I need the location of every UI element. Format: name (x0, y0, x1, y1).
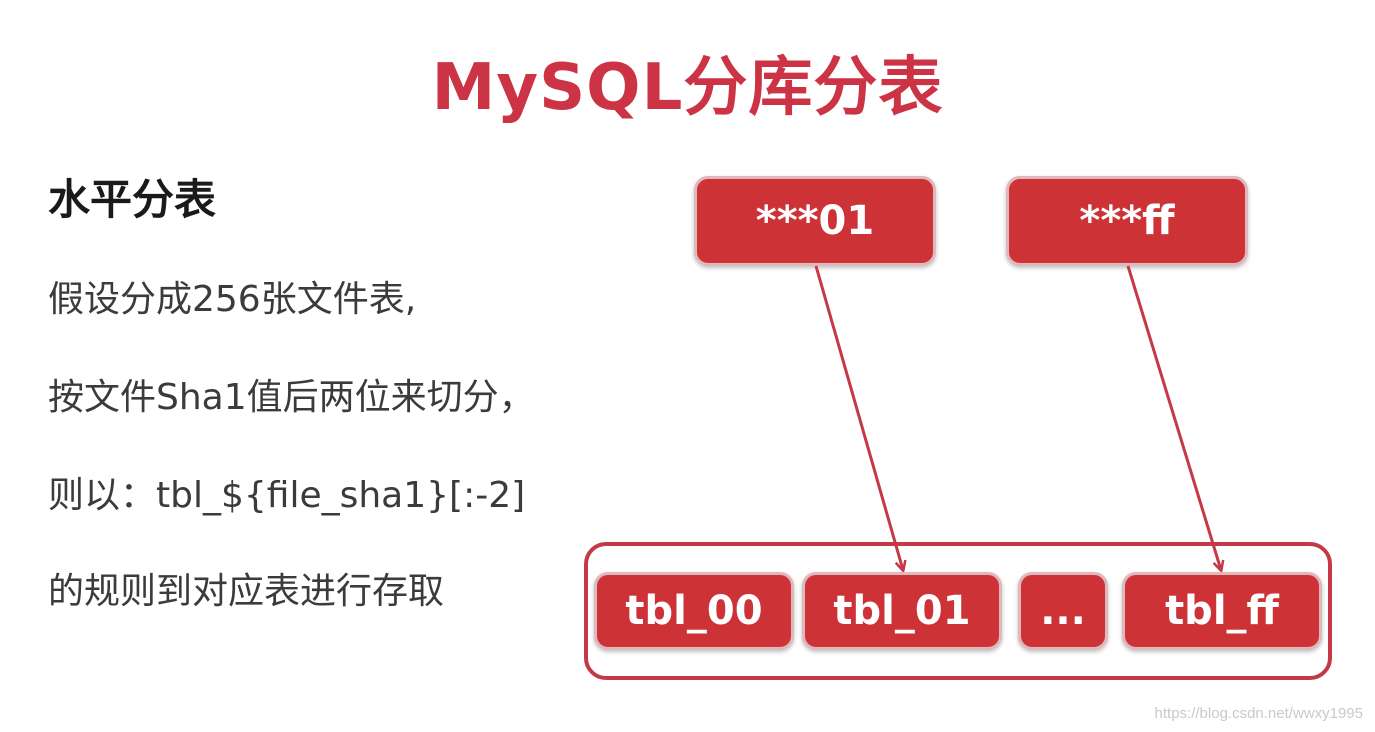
text-line-4: 的规则到对应表进行存取 (48, 571, 445, 612)
hash-box-01: ***01 (694, 176, 936, 266)
arrow-ff-to-tbl-ff (1126, 265, 1221, 570)
table-box-tbl-01: tbl_01 (802, 572, 1002, 650)
text-line-2: 按文件Sha1值后两位来切分， (48, 377, 535, 418)
watermark: https://blog.csdn.net/wwxy1995 (1154, 705, 1363, 722)
table-box-ellipsis: ... (1018, 572, 1108, 650)
text-line-1: 假设分成256张文件表, (48, 279, 417, 320)
table-box-tbl-00: tbl_00 (594, 572, 794, 650)
table-box-tbl-ff: tbl_ff (1122, 572, 1322, 650)
section-heading: 水平分表 (48, 175, 217, 224)
arrow-01-to-tbl-01 (814, 265, 903, 570)
text-line-3: 则以：tbl_${file_sha1}[:-2] (48, 475, 526, 516)
hash-box-ff: ***ff (1006, 176, 1248, 266)
slide-title: MySQL分库分表 (431, 51, 944, 125)
